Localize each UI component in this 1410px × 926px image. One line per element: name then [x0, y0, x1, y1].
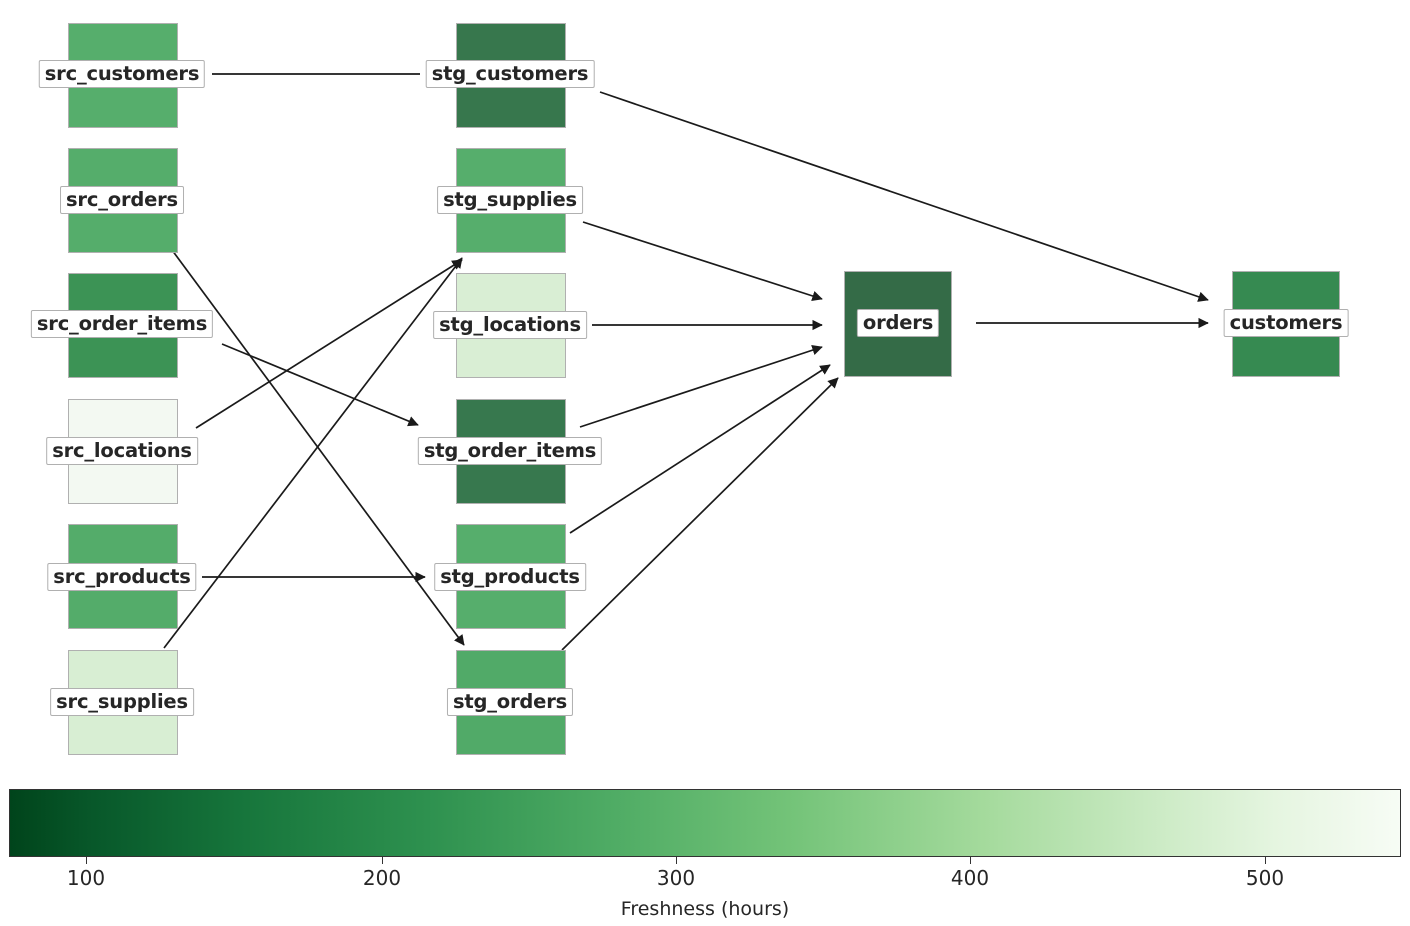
colorbar-ticklabel-200: 200: [362, 866, 402, 890]
node-label-src_order_items[interactable]: src_order_items: [30, 309, 214, 339]
colorbar-axis-label: Freshness (hours): [620, 898, 790, 920]
edge-src_locations-stg_locations: [195, 259, 463, 429]
colorbar-ticklabel-500: 500: [1245, 866, 1285, 890]
node-label-stg_locations[interactable]: stg_locations: [433, 310, 587, 340]
edge-stg_supplies-orders: [582, 221, 823, 302]
node-label-stg_products[interactable]: stg_products: [434, 562, 586, 592]
edge-stg_order_items-orders: [579, 345, 823, 428]
node-label-orders[interactable]: orders: [856, 308, 940, 338]
colorbar-tick-200: [382, 857, 383, 864]
colorbar-tick-100: [86, 857, 87, 864]
node-label-src_products[interactable]: src_products: [47, 562, 197, 592]
node-label-customers[interactable]: customers: [1223, 308, 1349, 338]
edge-stg_customers-customers: [599, 91, 1209, 302]
node-label-stg_orders[interactable]: stg_orders: [446, 687, 574, 717]
edge-stg_orders-orders: [561, 377, 839, 651]
colorbar-gradient: [9, 789, 1401, 857]
edge-stg_products-orders: [569, 364, 831, 534]
colorbar-tick-300: [676, 857, 677, 864]
colorbar-tick-400: [970, 857, 971, 864]
node-label-stg_order_items[interactable]: stg_order_items: [417, 436, 603, 466]
colorbar-ticklabel-100: 100: [66, 866, 106, 890]
node-label-src_locations[interactable]: src_locations: [46, 436, 198, 466]
colorbar-ticklabel-400: 400: [950, 866, 990, 890]
edge-src_order_items-stg_order_items: [221, 343, 419, 427]
node-label-src_customers[interactable]: src_customers: [38, 59, 206, 89]
graph-area: src_customers src_orders src_order_items…: [30, 23, 1349, 755]
node-label-src_orders[interactable]: src_orders: [60, 185, 184, 215]
node-label-stg_supplies[interactable]: stg_supplies: [437, 185, 583, 215]
node-label-stg_customers[interactable]: stg_customers: [425, 59, 595, 89]
colorbar-ticklabel-300: 300: [656, 866, 696, 890]
colorbar-tick-500: [1265, 857, 1266, 864]
colorbar: 100 200 300 400 500 Freshness (hours): [0, 780, 1410, 926]
node-label-src_supplies[interactable]: src_supplies: [50, 687, 194, 717]
edge-layer: [163, 73, 1209, 651]
